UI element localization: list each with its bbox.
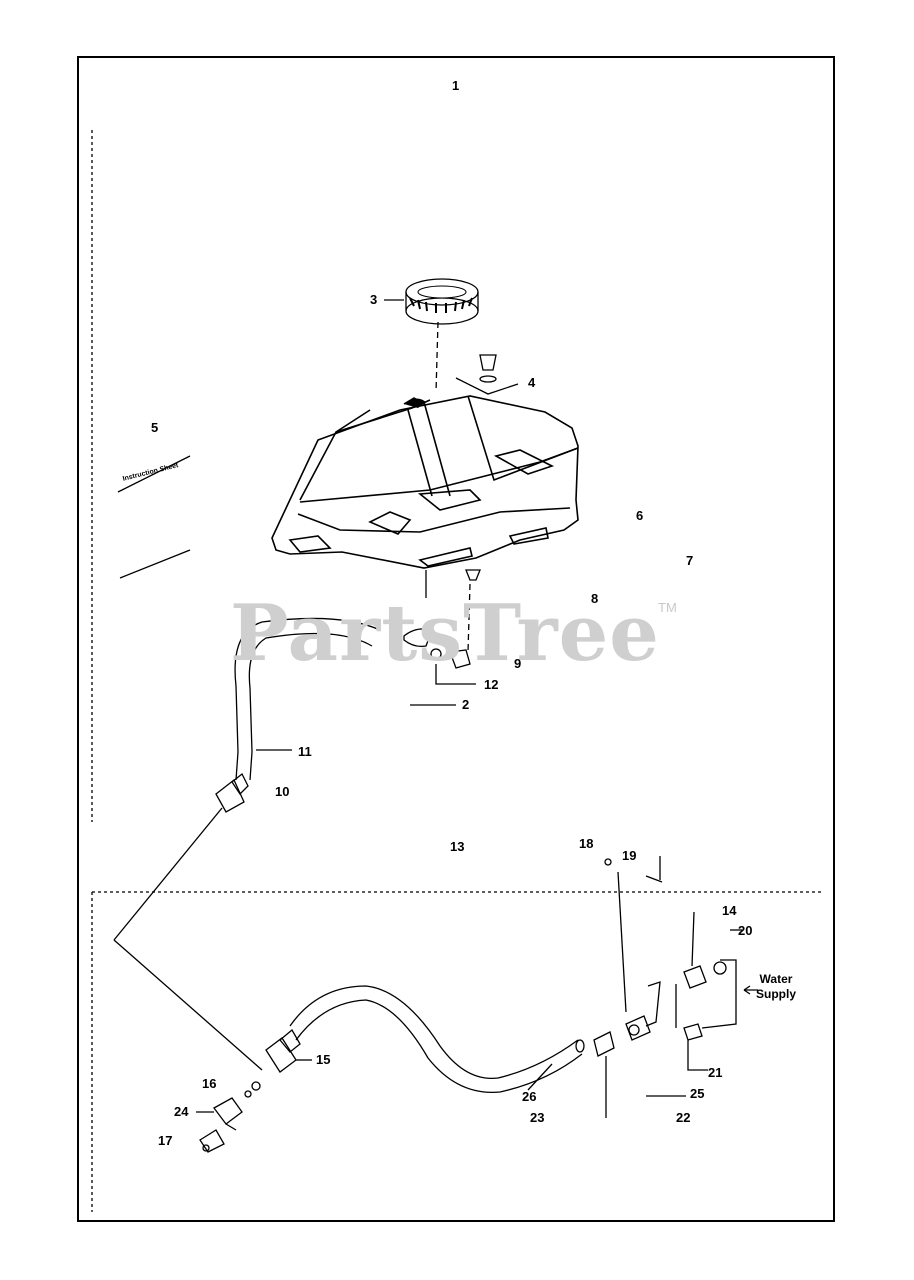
water-tank [271, 395, 579, 569]
callout-10: 10 [275, 784, 290, 799]
callout-19: 19 [622, 848, 637, 863]
supply-fitting-14 [683, 961, 727, 989]
callout-18: 18 [579, 836, 594, 851]
callout-9: 9 [514, 656, 522, 671]
callout-6: 6 [636, 508, 644, 523]
callout-24: 24 [174, 1104, 189, 1119]
callout-7: 7 [686, 553, 694, 568]
fitting-24 [213, 1097, 243, 1131]
callout-23: 23 [530, 1110, 545, 1125]
water-supply-arrow [743, 985, 758, 995]
hose-26 [289, 985, 583, 1094]
callout-3: 3 [370, 292, 378, 307]
screw-19 [645, 856, 663, 883]
callout-2: 2 [462, 697, 470, 712]
drain-plug [430, 648, 471, 669]
callout-20: 20 [738, 923, 753, 938]
callout-22: 22 [676, 1110, 691, 1125]
watermark: PartsTree [230, 588, 660, 679]
hose-11 [234, 617, 381, 781]
watermark-trademark: TM [658, 600, 677, 615]
callout-1: 1 [452, 78, 460, 93]
callout-26: 26 [522, 1089, 537, 1104]
valve-assembly [575, 981, 661, 1057]
callout-25: 25 [690, 1086, 705, 1101]
callout-21: 21 [708, 1065, 723, 1080]
callout-15: 15 [316, 1052, 331, 1067]
callout-4: 4 [528, 375, 536, 390]
callout-11: 11 [298, 744, 312, 759]
connector-10 [215, 772, 249, 813]
callout-8: 8 [591, 591, 599, 606]
screw-18 [604, 858, 612, 866]
supply-fitting-21 [683, 1023, 703, 1041]
tank-cap [405, 278, 479, 325]
vent-plug [479, 354, 497, 383]
callout-5: 5 [151, 420, 159, 435]
instruction-sheet-top-line [117, 455, 191, 493]
callout-12: 12 [484, 677, 499, 692]
water-supply-label: Water Supply [756, 972, 797, 1001]
instruction-sheet-bottom-line [119, 549, 191, 579]
callout-16: 16 [202, 1076, 217, 1091]
washer-16 [251, 1081, 261, 1091]
diagram-border [77, 56, 835, 1222]
callout-14: 14 [722, 903, 737, 918]
connector-15 [265, 1029, 301, 1073]
hose-clamp-12 [403, 628, 433, 648]
callout-17: 17 [158, 1133, 173, 1148]
callout-13: 13 [450, 839, 465, 854]
nozzle-17 [199, 1129, 225, 1153]
